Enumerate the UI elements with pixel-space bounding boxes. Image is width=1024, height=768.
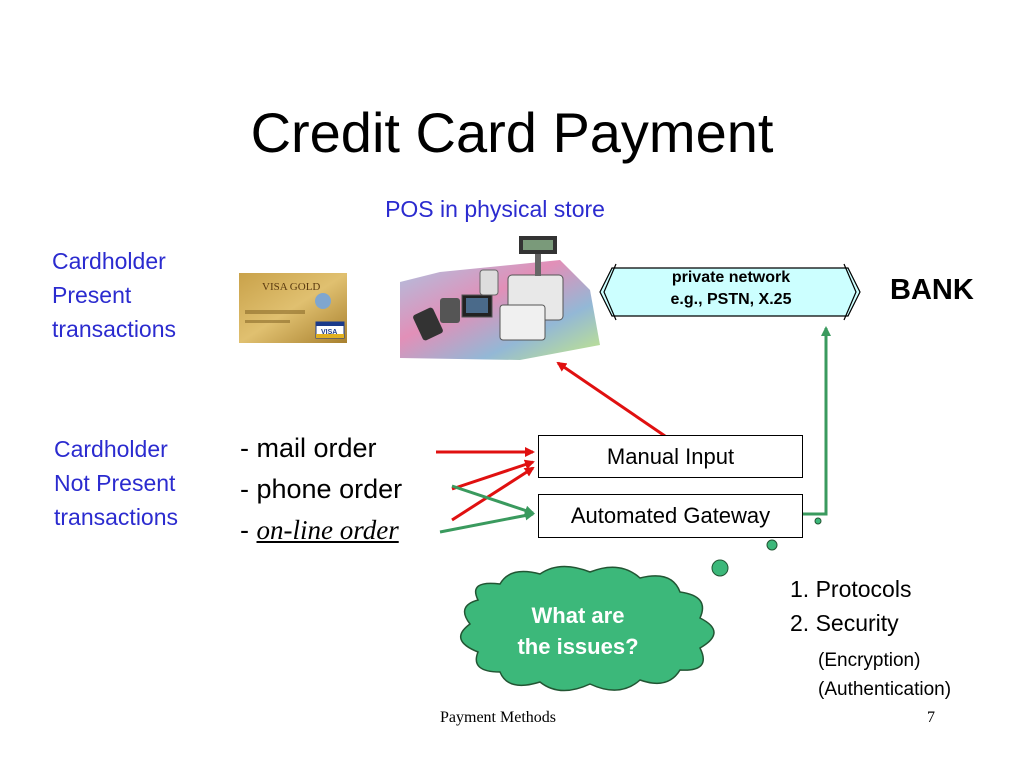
online-order-text: on-line order — [256, 515, 399, 545]
manual-input-box: Manual Input — [538, 435, 803, 478]
sub-issue-authentication: (Authentication) — [818, 679, 952, 700]
not-present-label: Cardholder Not Present transactions — [54, 432, 178, 534]
cloud-text: What are the issues? — [478, 600, 678, 662]
private-network-line-2: e.g., PSTN, X.25 — [670, 291, 792, 308]
phone-to-manual-arrow — [451, 459, 535, 491]
gateway-to-network-arrow — [803, 326, 831, 516]
private-network-shape — [599, 267, 861, 317]
online-order-prefix: - — [240, 515, 257, 545]
pos-label: POS in physical store — [385, 196, 605, 222]
sub-issue-encryption: (Encryption) — [818, 650, 921, 671]
bank-label: BANK — [890, 274, 974, 306]
cloud-text-line-1: What are — [531, 603, 625, 628]
present-label: Cardholder Present transactions — [52, 244, 176, 346]
phone-order-label: - phone order — [240, 474, 403, 504]
issues-list: 1. Protocols 2. Security — [790, 572, 911, 640]
credit-card-image — [239, 273, 347, 343]
not-present-label-line-1: Cardholder — [54, 436, 168, 462]
phone-to-gateway-arrow — [451, 484, 535, 516]
security-sub-issues: (Encryption) (Authentication) — [818, 646, 951, 704]
present-label-line-2: Present — [52, 282, 132, 308]
online-to-gateway-arrow — [439, 510, 535, 534]
footer-left: Payment Methods — [440, 709, 556, 726]
present-label-line-3: transactions — [52, 316, 177, 342]
present-label-line-1: Cardholder — [52, 248, 166, 274]
cloud-callout-icon — [460, 517, 822, 692]
mail-order-label: - mail order — [240, 433, 377, 463]
online-to-manual-arrow — [451, 466, 535, 522]
issue-security: 2. Security — [790, 610, 899, 636]
issue-protocols: 1. Protocols — [790, 576, 912, 602]
pos-terminal-image — [400, 236, 600, 360]
automated-gateway-box: Automated Gateway — [538, 494, 803, 538]
order-types: - mail order - phone order - on-line ord… — [240, 428, 402, 551]
cloud-text-line-2: the issues? — [517, 634, 639, 659]
page-number: 7 — [927, 709, 935, 726]
online-order-label: - on-line order — [240, 510, 402, 551]
slide-title: Credit Card Payment — [250, 101, 774, 164]
private-network-line-1: private network — [671, 269, 791, 286]
not-present-label-line-2: Not Present — [54, 470, 176, 496]
private-network-label: private network e.g., PSTN, X.25 — [612, 267, 850, 311]
manual-to-pos-arrow — [556, 361, 666, 438]
not-present-label-line-3: transactions — [54, 504, 179, 530]
